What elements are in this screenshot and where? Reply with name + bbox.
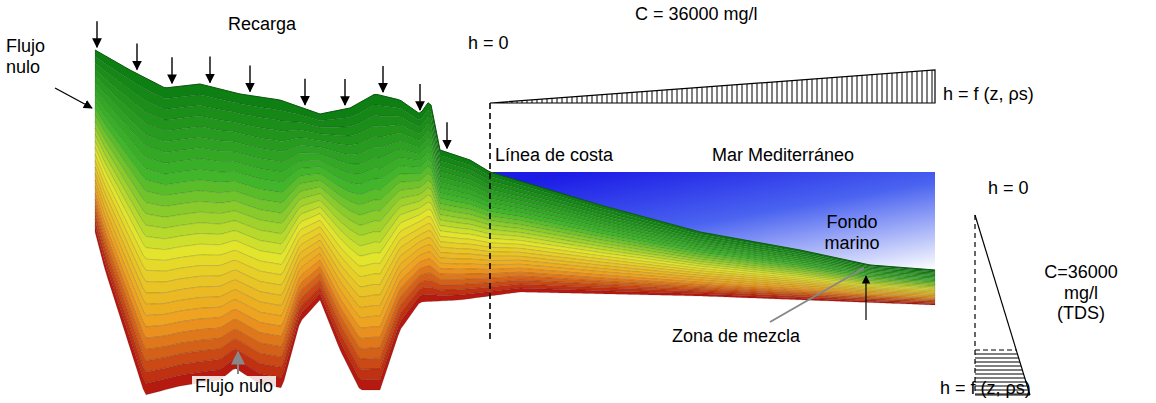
sea-label: Mar Mediterráneo xyxy=(712,145,854,166)
boundary-label: Flujo nulo xyxy=(6,36,54,77)
head-label: h = f (z, ρs) xyxy=(943,84,1034,105)
concentration-label: C = 36000 mg/l xyxy=(635,4,758,25)
right-boundary-triangle xyxy=(975,215,1035,395)
leader-line xyxy=(55,88,92,108)
top-boundary-triangle xyxy=(490,66,935,104)
coast-label: Línea de costa xyxy=(495,145,613,166)
concentration-label: C=36000 mg/l (TDS) xyxy=(1040,262,1122,324)
head-label: h = 0 xyxy=(988,178,1029,199)
leader-line xyxy=(237,352,239,374)
coast-line xyxy=(489,103,491,342)
mixing-zone-label: Zona de mezcla xyxy=(672,326,800,347)
head-label: h = f (z, ρs) xyxy=(940,378,1031,399)
aquifer-layers xyxy=(95,50,935,395)
boundary-label: Flujo nulo xyxy=(192,376,276,397)
head-label: h = 0 xyxy=(468,33,509,54)
leader-line xyxy=(770,268,864,322)
label: Recarga xyxy=(228,14,296,35)
leader-line xyxy=(865,276,866,320)
recharge-arrows xyxy=(97,21,447,148)
seafloor-label: Fondo marino xyxy=(812,212,892,253)
